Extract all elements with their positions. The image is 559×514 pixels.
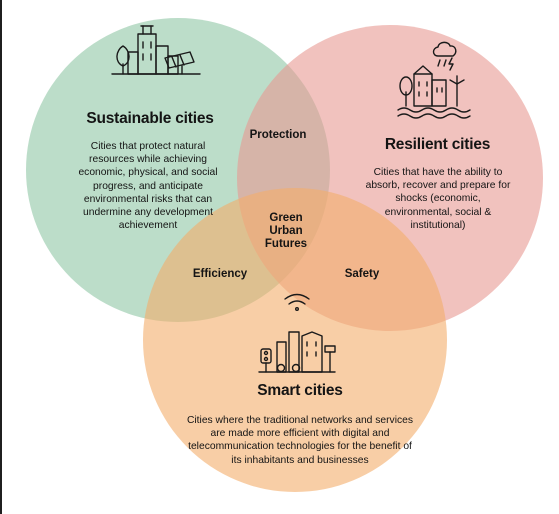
center-label: Green Urban Futures [264,212,308,250]
resilient-title: Resilient cities [384,136,491,153]
smart-circle [143,188,447,492]
resilient-description: Cities that have the ability to absorb, … [365,167,511,231]
protection-label: Protection [249,129,307,141]
smart-description: Cities where the traditional networks an… [186,415,414,466]
sustainable-title: Sustainable cities [86,110,214,127]
efficiency-label: Efficiency [192,268,248,280]
safety-label: Safety [344,268,380,280]
smart-city-wifi-icon [258,293,336,373]
sustainable-description: Cities that protect natural resources wh… [78,141,218,232]
flooded-city-storm-icon [397,41,471,119]
city-solar-tree-icon [111,25,201,75]
frame-border [0,0,2,514]
smart-title: Smart cities [257,382,343,399]
